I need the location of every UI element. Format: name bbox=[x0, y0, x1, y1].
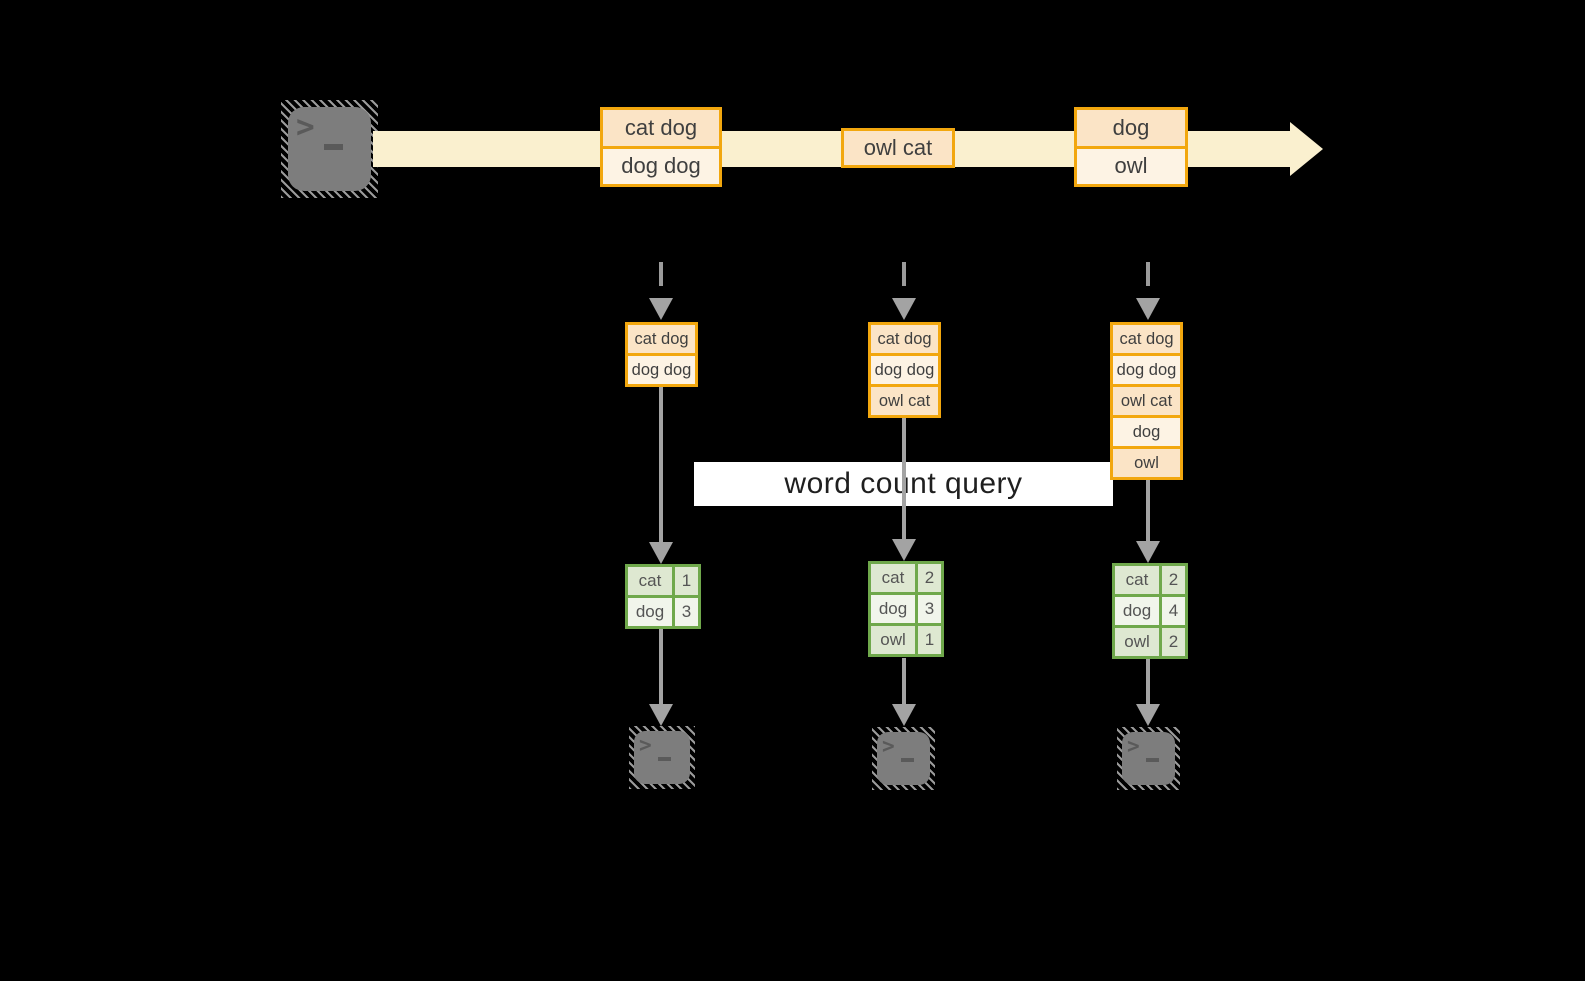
result-word-cell: dog bbox=[871, 595, 915, 623]
query-arrowhead-icon bbox=[649, 542, 673, 564]
terminal-prompt-icon: > bbox=[882, 734, 895, 758]
stream-event-line: owl cat bbox=[844, 131, 952, 165]
sink-terminal-icon-3: > bbox=[1117, 727, 1180, 790]
result-count-cell: 1 bbox=[675, 567, 698, 595]
trigger-arrow-line-3 bbox=[1146, 262, 1150, 298]
input-row: dog dog bbox=[628, 353, 695, 384]
result-count-cell: 2 bbox=[1162, 628, 1185, 656]
stream-event-line: cat dog bbox=[603, 110, 719, 146]
stream-event-box-3: dog owl bbox=[1074, 107, 1188, 187]
input-row: cat dog bbox=[628, 325, 695, 353]
output-arrow-line-3 bbox=[1146, 659, 1150, 705]
terminal-cursor-icon bbox=[658, 757, 671, 761]
result-table-3: cat 2 dog 4 owl 2 bbox=[1112, 563, 1188, 659]
result-table-2: cat 2 dog 3 owl 1 bbox=[868, 561, 944, 657]
stream-event-box-2: owl cat bbox=[841, 128, 955, 168]
result-count-cell: 1 bbox=[918, 626, 941, 654]
input-row: dog bbox=[1113, 415, 1180, 446]
result-count-cell: 2 bbox=[1162, 566, 1185, 594]
output-arrowhead-icon bbox=[649, 704, 673, 726]
stream-event-box-1: cat dog dog dog bbox=[600, 107, 722, 187]
result-table-1: cat 1 dog 3 bbox=[625, 564, 701, 629]
input-row: owl bbox=[1113, 446, 1180, 477]
input-row: owl cat bbox=[1113, 384, 1180, 415]
input-row: owl cat bbox=[871, 384, 938, 415]
terminal-cursor-icon bbox=[324, 144, 343, 150]
terminal-cursor-icon bbox=[901, 758, 914, 762]
query-arrow-line-3 bbox=[1146, 478, 1150, 542]
result-word-cell: cat bbox=[628, 567, 672, 595]
source-terminal-icon: > bbox=[281, 100, 378, 198]
result-count-cell: 4 bbox=[1162, 597, 1185, 625]
trigger-arrowhead-icon bbox=[1136, 298, 1160, 320]
trigger-arrow-line-2 bbox=[902, 262, 906, 298]
sink-terminal-icon-1: > bbox=[629, 726, 695, 789]
terminal-prompt-icon: > bbox=[639, 733, 652, 757]
stream-event-line: dog bbox=[1077, 110, 1185, 146]
terminal-prompt-icon: > bbox=[296, 109, 315, 145]
stream-event-line: owl bbox=[1077, 145, 1185, 184]
output-arrowhead-icon bbox=[1136, 704, 1160, 726]
query-arrowhead-icon bbox=[892, 539, 916, 561]
result-count-cell: 3 bbox=[675, 598, 698, 626]
input-row: cat dog bbox=[1113, 325, 1180, 353]
result-word-cell: owl bbox=[871, 626, 915, 654]
query-arrow-line-2 bbox=[902, 416, 906, 540]
result-word-cell: dog bbox=[1115, 597, 1159, 625]
output-arrow-line-1 bbox=[659, 629, 663, 705]
trigger-arrow-line-1 bbox=[659, 262, 663, 298]
input-row: dog dog bbox=[1113, 353, 1180, 384]
input-table-2: cat dog dog dog owl cat bbox=[868, 322, 941, 418]
trigger-arrowhead-icon bbox=[649, 298, 673, 320]
query-arrowhead-icon bbox=[1136, 541, 1160, 563]
result-word-cell: cat bbox=[1115, 566, 1159, 594]
result-word-cell: owl bbox=[1115, 628, 1159, 656]
input-table-1: cat dog dog dog bbox=[625, 322, 698, 387]
stream-event-line: dog dog bbox=[603, 145, 719, 184]
terminal-prompt-icon: > bbox=[1127, 734, 1140, 758]
result-count-cell: 2 bbox=[918, 564, 941, 592]
input-table-3: cat dog dog dog owl cat dog owl bbox=[1110, 322, 1183, 480]
stream-arrowhead-icon bbox=[1290, 122, 1323, 176]
sink-terminal-icon-2: > bbox=[872, 727, 935, 790]
query-arrow-line-1 bbox=[659, 385, 663, 543]
result-word-cell: dog bbox=[628, 598, 672, 626]
terminal-cursor-icon bbox=[1146, 758, 1159, 762]
output-arrowhead-icon bbox=[892, 704, 916, 726]
result-count-cell: 3 bbox=[918, 595, 941, 623]
output-arrow-line-2 bbox=[902, 658, 906, 705]
trigger-arrowhead-icon bbox=[892, 298, 916, 320]
result-word-cell: cat bbox=[871, 564, 915, 592]
input-row: dog dog bbox=[871, 353, 938, 384]
input-row: cat dog bbox=[871, 325, 938, 353]
